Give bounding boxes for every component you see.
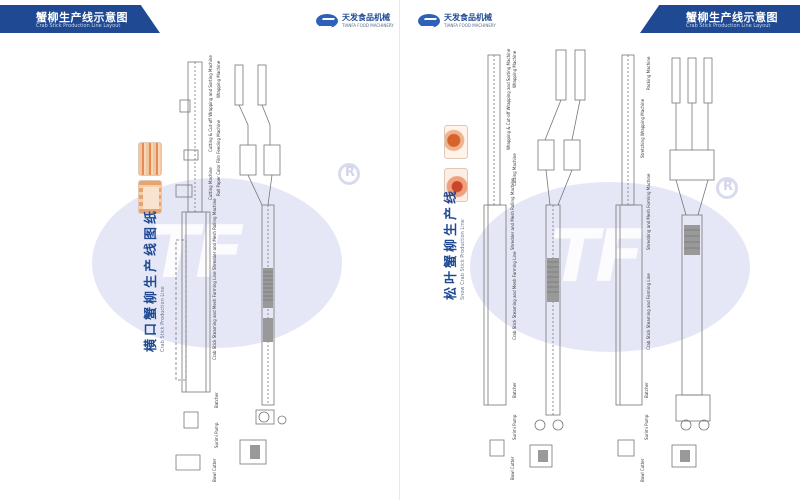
machine-label: Roll Paper Color Film Feeding Machine	[216, 120, 221, 196]
machine-label: Crab Stick Steaming and Mesh Forming Lin…	[212, 271, 217, 360]
machine-label: Batcher	[512, 382, 517, 398]
machine-label: Bowl Cutter	[640, 458, 645, 482]
machine-label: Bowl Cutter	[212, 458, 217, 482]
machine-label: Wrapping & Cut-off Wrapping and Sorting …	[506, 48, 511, 150]
machine-label: Packing Machine	[646, 56, 651, 90]
machine-label: Shredding and Mesh Forming Machine	[646, 173, 651, 250]
registered-mark-icon	[716, 177, 738, 199]
left-page: TF 蟹柳生产线示意图 Crab Stick Production Line L…	[0, 0, 400, 500]
brand-name-en: TIANFA FOOD MACHINERY	[342, 23, 394, 28]
machine-label: Shredder and Mesh Rolling Machine	[510, 178, 515, 250]
page-title: 蟹柳生产线示意图	[686, 11, 778, 24]
machine-label: Cutting & Cut-off Wrapping and Sorting M…	[208, 55, 213, 152]
tf-logo-icon	[316, 14, 338, 28]
machine-label: Cutting Machine	[208, 167, 213, 200]
product-photo-snow-crab-sticks	[444, 125, 468, 159]
machine-label: Batcher	[644, 382, 649, 398]
page-subtitle: Crab Stick Production Line Layout	[36, 23, 121, 29]
tf-logo-icon	[418, 14, 440, 28]
machine-label: Bowl Cutter	[510, 456, 515, 480]
machine-label: Surimi Pump	[512, 414, 517, 440]
machine-label: Crab Stick Steaming and Forming Line	[646, 273, 651, 350]
product-photo-crab-sticks-box	[138, 180, 162, 214]
watermark-logo-text: TF	[550, 214, 644, 298]
brand-name-en: TIANFA FOOD MACHINERY	[444, 23, 496, 28]
watermark-oval	[470, 182, 750, 352]
watermark-logo-text: TF	[150, 210, 244, 294]
machine-label: Wrapping Machine	[512, 50, 517, 88]
machine-label: Surimi Pump	[214, 422, 219, 448]
machine-label: Crab Stick Steaming and Mesh Forming Lin…	[512, 251, 517, 340]
machine-label: Wrapping Machine	[216, 60, 221, 98]
page-header-tab: 蟹柳生产线示意图 Crab Stick Production Line Layo…	[0, 5, 160, 33]
machine-label: Batcher	[214, 392, 219, 408]
page-header-tab: 蟹柳生产线示意图 Crab Stick Production Line Layo…	[640, 5, 800, 33]
product-photo-crab-sticks	[138, 142, 162, 176]
right-page: TF 蟹柳生产线示意图 Crab Stick Production Line L…	[400, 0, 800, 500]
brand-name: 天发食品机械	[342, 13, 390, 22]
machine-label: Surimi Pump	[644, 414, 649, 440]
production-line-drawing	[483, 49, 715, 468]
watermark-oval	[92, 178, 342, 348]
machine-label: Stretching Wrapping Machine	[640, 98, 645, 158]
machine-label: Shredder and Mesh Rolling Machine	[212, 198, 217, 270]
product-photo-snow-crab-slices	[444, 168, 468, 202]
page-title: 蟹柳生产线示意图	[36, 11, 128, 24]
page-subtitle: Crab Stick Production Line Layout	[686, 23, 771, 29]
production-line-drawing	[175, 61, 287, 471]
registered-mark-icon	[338, 163, 360, 185]
brand-name: 天发食品机械	[444, 13, 492, 22]
